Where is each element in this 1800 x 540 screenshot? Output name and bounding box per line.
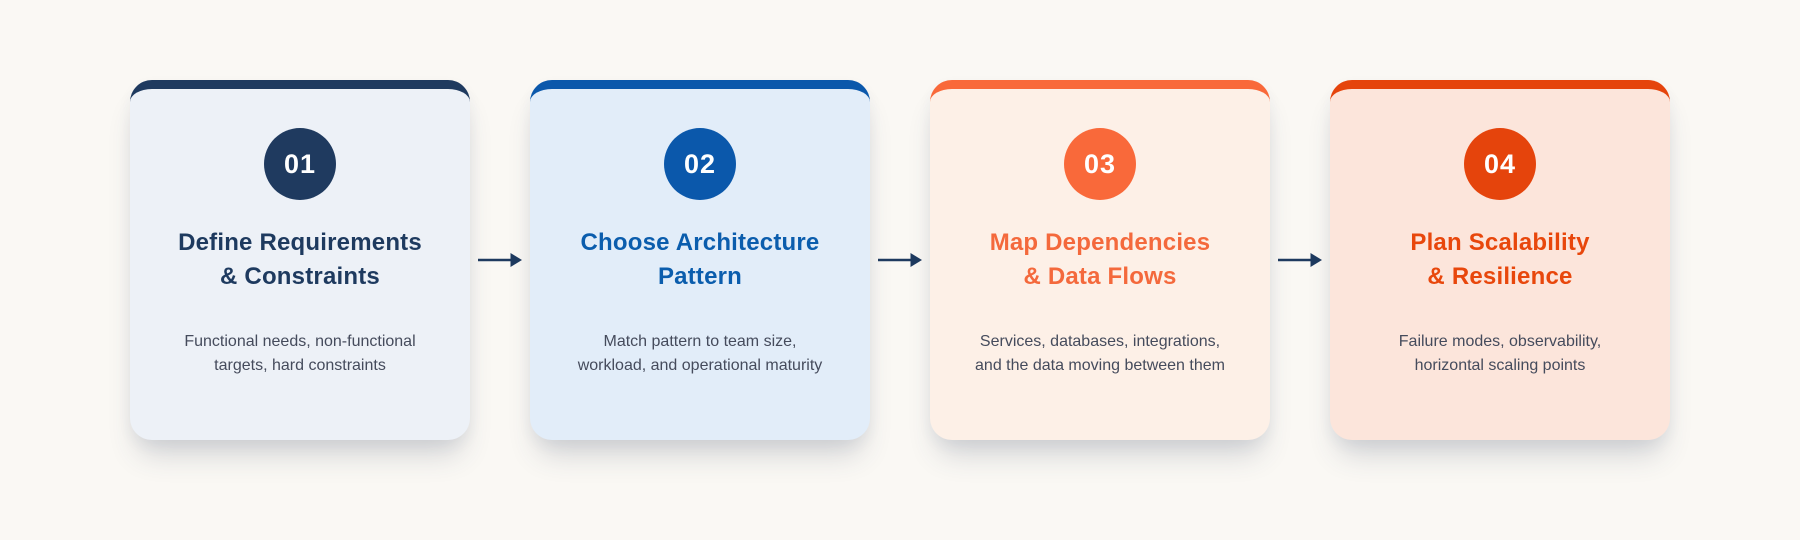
step-4-description: Failure modes, observability, horizontal… [1330, 330, 1670, 378]
step-2-title-line1: Choose Architecture [580, 229, 820, 256]
step-1-description-line2: targets, hard constraints [214, 357, 386, 374]
step-1-title-line2: & Constraints [220, 263, 380, 290]
step-1-description-line1: Functional needs, non-functional [184, 333, 416, 350]
step-2-title-line2: Pattern [657, 263, 743, 290]
arrow-right-icon [1278, 253, 1322, 267]
flow-arrow-3 [1270, 80, 1330, 440]
step-1-number-badge: 01 [264, 128, 336, 200]
step-2-description-line2: workload, and operational maturity [577, 357, 823, 374]
step-card-1: 01 Define Requirements & Constraints Fun… [130, 80, 470, 440]
step-3-description-line1: Services, databases, integrations, [979, 333, 1221, 350]
step-1-number: 01 [283, 148, 317, 179]
step-card-3: 03 Map Dependencies & Data Flows Service… [930, 80, 1270, 440]
step-4-description-line2: horizontal scaling points [1414, 357, 1586, 374]
step-4-description-line1: Failure modes, observability, [1398, 333, 1602, 350]
arrow-right-icon [478, 253, 522, 267]
step-1-title: Define Requirements & Constraints [130, 226, 470, 294]
arrow-right-icon [878, 253, 922, 267]
step-3-description-line2: and the data moving between them [975, 357, 1225, 374]
step-3-title-line2: & Data Flows [1023, 263, 1177, 290]
process-flow-diagram: 01 Define Requirements & Constraints Fun… [130, 80, 1670, 440]
step-4-title: Plan Scalability & Resilience [1330, 226, 1670, 294]
step-1-title-line1: Define Requirements [178, 229, 422, 256]
step-2-number-badge: 02 [664, 128, 736, 200]
step-2-number: 02 [683, 148, 717, 179]
step-2-description-line1: Match pattern to team size, [603, 333, 797, 350]
step-4-title-line1: Plan Scalability [1410, 229, 1590, 256]
step-2-title: Choose Architecture Pattern [530, 226, 870, 294]
step-3-title: Map Dependencies & Data Flows [930, 226, 1270, 294]
flow-arrow-1 [470, 80, 530, 440]
step-3-number: 03 [1083, 148, 1117, 179]
step-1-description: Functional needs, non-functional targets… [130, 330, 470, 378]
step-4-title-line2: & Resilience [1427, 263, 1573, 290]
step-card-4: 04 Plan Scalability & Resilience Failure… [1330, 80, 1670, 440]
step-3-title-line1: Map Dependencies [989, 229, 1211, 256]
step-card-2: 02 Choose Architecture Pattern Match pat… [530, 80, 870, 440]
flow-arrow-2 [870, 80, 930, 440]
step-3-number-badge: 03 [1064, 128, 1136, 200]
step-3-description: Services, databases, integrations, and t… [930, 330, 1270, 378]
step-4-number: 04 [1483, 148, 1517, 179]
step-2-description: Match pattern to team size, workload, an… [530, 330, 870, 378]
step-4-number-badge: 04 [1464, 128, 1536, 200]
